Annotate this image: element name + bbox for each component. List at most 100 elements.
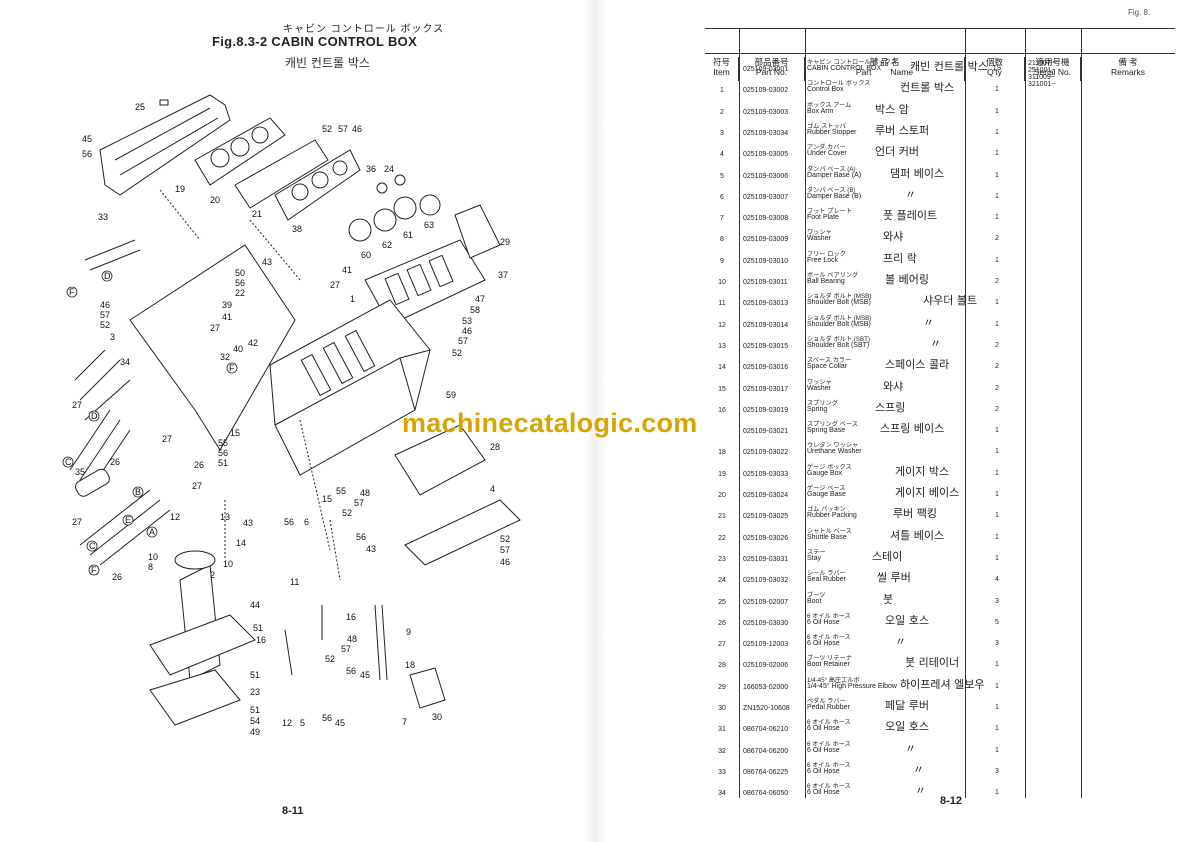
part-number-cell: 025109-03011	[743, 279, 788, 286]
callout-32: 32	[220, 352, 230, 362]
part-name-japanese: 1/4-45° 高圧エルボ	[807, 676, 860, 684]
part-name-japanese: ボール ベアリング	[807, 272, 859, 279]
part-name-cell: Washer	[807, 235, 831, 243]
part-name-cell: Gauge Box	[807, 469, 843, 477]
handwritten-note: 풋 플레이트	[883, 209, 938, 223]
quantity-cell: 2	[995, 235, 999, 243]
part-name-japanese: ステー	[807, 548, 826, 556]
part-name-cell: Shoulder Bolt (SBT)	[807, 341, 870, 349]
part-name-cell: 6 Oil Hose	[807, 767, 840, 775]
quantity-cell: 2	[995, 278, 999, 285]
item-cell: 14	[718, 364, 726, 372]
part-name-cell: Ball Bearing	[807, 278, 845, 285]
handwritten-note: 스프링	[875, 400, 906, 414]
quantity-cell: 1	[995, 320, 999, 328]
part-name-cell: Damper Base (B)	[807, 192, 862, 200]
callout-12: 12	[170, 512, 180, 522]
part-number-cell: 025109-03005	[743, 151, 789, 159]
callout-46: 46	[462, 326, 472, 336]
part-name-japanese: ゴム ストッパ	[807, 122, 846, 130]
part-number-cell: 025109-03007	[743, 193, 789, 201]
callout-19: 19	[175, 184, 185, 194]
handwritten-note: 오일 호스	[885, 613, 929, 627]
callout-49: 49	[250, 727, 260, 737]
item-cell: 28	[718, 662, 726, 670]
part-number-cell: 025109-02006	[743, 662, 789, 670]
handwritten-note: 볼 베어링	[885, 273, 929, 286]
callout-29: 29	[500, 237, 510, 247]
callout-41: 41	[222, 312, 232, 322]
callout-57: 57	[100, 310, 110, 320]
part-name-cell: Washer	[807, 384, 831, 392]
table-divider	[965, 28, 966, 798]
part-name-cell: Shuttle Base	[807, 533, 847, 541]
springs-drawing	[284, 605, 323, 676]
part-name-japanese: ダンパ ベース (B)	[807, 186, 856, 194]
item-cell: 7	[720, 215, 724, 223]
callout-33: 33	[98, 212, 108, 222]
control-box-drawing	[269, 299, 431, 476]
part-name-japanese: ゴム パッキン	[807, 506, 846, 514]
part-number-cell: 025109-03009	[743, 236, 789, 244]
circle-label-D: D	[91, 411, 98, 421]
callout-52: 52	[322, 124, 332, 134]
callout-60: 60	[361, 250, 371, 260]
part-name-japanese: 6 オイル ホース	[807, 719, 851, 727]
page-number: 8-11	[282, 805, 304, 817]
callout-27: 27	[330, 280, 340, 290]
quantity-cell: 1	[995, 256, 999, 264]
quantity-cell: 1	[995, 725, 999, 733]
part-name-japanese: シール ラバー	[807, 570, 846, 578]
item-cell: 21	[718, 513, 726, 521]
quantity-cell: 1	[995, 554, 999, 562]
quantity-cell: 3	[995, 640, 999, 648]
callout-37: 37	[498, 270, 508, 280]
quantity-cell: 1	[995, 128, 999, 136]
quantity-cell: 2	[995, 384, 999, 392]
quantity-cell: 1	[995, 789, 999, 797]
callout-57: 57	[458, 336, 468, 346]
quantity-cell: 1	[995, 746, 999, 754]
watermark: machinecatalogic.com	[402, 408, 698, 438]
callout-43: 43	[262, 257, 272, 267]
part-number-cell: 086704-06210	[743, 726, 789, 734]
callout-28: 28	[490, 442, 500, 452]
table-divider	[1081, 28, 1082, 798]
quantity-cell: 1	[995, 86, 999, 94]
item-cell: 16	[718, 406, 726, 414]
part-name-cell: 6 Oil Hose	[807, 789, 840, 797]
callout-38: 38	[292, 224, 302, 234]
part-name-japanese: ペダル ラバー	[807, 698, 846, 705]
callout-45: 45	[335, 718, 345, 728]
part-name-cell: 6 Oil Hose	[807, 725, 840, 733]
callout-36: 36	[366, 164, 376, 174]
part-name-japanese: ショルダ ボルト (MSB)	[807, 314, 872, 322]
callout-58: 58	[470, 305, 480, 315]
callout-16: 16	[256, 635, 266, 645]
handwritten-note: 스테이	[872, 549, 903, 563]
quantity-cell: 3	[995, 597, 999, 605]
callout-15: 15	[322, 494, 332, 504]
handwritten-note: 〃	[895, 635, 906, 649]
item-cell: 4	[720, 151, 724, 159]
part-number-cell: 025109-03021	[743, 428, 789, 436]
callout-62: 62	[382, 240, 392, 250]
item-cell: 6	[720, 193, 724, 201]
part-number-cell: 025109-03025	[743, 513, 789, 521]
part-number-cell: 025109-03033	[743, 470, 789, 478]
figure-title: Fig.8.3-2 CABIN CONTROL BOX	[212, 34, 418, 49]
quantity-cell: 1	[995, 214, 999, 222]
part-name-cell: 1/4-45° High Pressure Elbow	[807, 682, 897, 690]
callout-47: 47	[475, 294, 485, 304]
callout-51: 51	[218, 458, 228, 468]
callout-14: 14	[236, 538, 246, 548]
item-cell: 23	[718, 555, 726, 563]
